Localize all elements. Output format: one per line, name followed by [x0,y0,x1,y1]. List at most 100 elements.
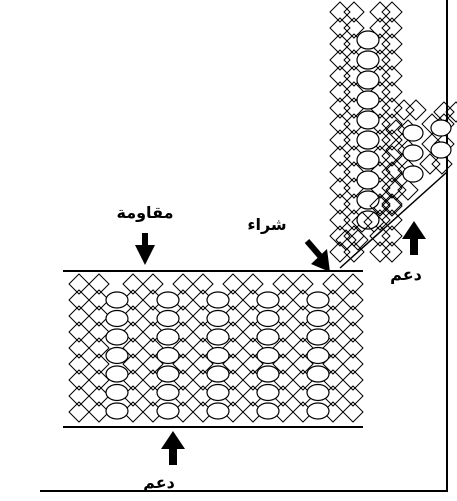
lattice-diamond [329,129,351,151]
lattice-oval [256,309,280,328]
lattice-diamond [369,195,391,217]
lattice-diamond [242,273,264,295]
lattice-oval [356,170,380,190]
lattice-diamond [343,161,365,183]
lattice-oval [256,328,280,346]
lattice-diamond [272,337,294,359]
lattice-oval [356,190,380,210]
lattice-oval [430,119,452,137]
lattice-oval [105,291,129,309]
lattice-oval [356,90,380,110]
lattice-oval [306,365,330,383]
lattice-oval [306,291,330,309]
lattice-diamond [381,65,403,87]
lattice-diamond [343,225,365,247]
lattice-oval [156,328,180,346]
lattice-diamond [68,321,90,343]
lattice-oval [206,309,230,328]
lattice-diamond [88,321,110,343]
lattice-diamond [369,81,391,103]
lattice-oval [356,130,380,150]
lattice-diamond [343,81,365,103]
lattice-diamond [381,145,403,167]
lattice-oval [206,402,230,420]
lattice-diamond [329,81,351,103]
lattice-diamond [343,241,365,263]
lattice-diamond [242,337,264,359]
lattice-oval [105,365,129,383]
lattice-diamond [342,401,364,423]
lattice-diamond [342,273,364,295]
lattice-diamond [322,273,344,295]
lattice-oval [256,402,280,420]
lattice-oval [402,165,424,183]
lattice-diamond [329,241,351,263]
lattice-diamond [363,211,385,233]
lattice-diamond [68,273,90,295]
lattice-diamond [381,161,403,183]
lattice-diamond [343,1,365,23]
lattice-diamond [431,153,453,175]
lattice-diamond [381,241,403,263]
lattice-diamond [347,229,369,251]
lattice-diamond [88,385,110,407]
lattice-oval [256,346,280,365]
lattice-oval [105,346,129,365]
lattice-diamond [381,33,403,55]
lattice-diamond [329,1,351,23]
lattice-diamond [342,385,364,407]
diagonal-branch-pattern [335,99,457,251]
lattice-diamond [322,321,344,343]
lattice-diamond [397,179,419,201]
lattice-diamond [342,289,364,311]
support-arrow-bottom [161,431,185,465]
lattice-diamond [222,321,244,343]
lattice-diamond [329,177,351,199]
lower-channel [63,270,364,428]
lattice-diamond [68,385,90,407]
lattice-diamond [329,97,351,119]
lattice-oval [356,110,380,130]
lattice-diamond [88,369,110,391]
lattice-diamond [329,193,351,215]
lattice-oval [430,141,452,159]
lattice-diamond [381,129,403,151]
support-arrow-right [402,221,426,255]
lattice-diamond [122,321,144,343]
upper-stack [329,1,403,263]
lattice-diamond [192,321,214,343]
lattice-oval [256,291,280,309]
lattice-oval [105,309,129,328]
lattice-oval [356,210,380,230]
lattice-diamond [405,99,427,121]
lattice-diamond [68,305,90,327]
purchase-arrow [304,239,330,272]
lattice-diamond [242,321,264,343]
lattice-oval [156,309,180,328]
lattice-diamond [369,241,391,263]
lattice-oval [356,150,380,170]
lattice-diamond [292,273,314,295]
lattice-diamond [329,209,351,231]
lattice-oval [156,291,180,309]
lattice-diamond [88,273,110,295]
lattice-diamond [381,225,403,247]
lattice-diamond [192,337,214,359]
lattice-diamond [369,1,391,23]
lattice-oval [206,328,230,346]
lattice-oval [156,383,180,402]
lattice-diamond [172,337,194,359]
lattice-oval [256,383,280,402]
lattice-diamond [88,401,110,423]
lattice-diamond [381,209,403,231]
lattice-diamond [292,337,314,359]
lattice-diamond [381,49,403,71]
lattice-diamond [342,369,364,391]
lattice-diamond [142,321,164,343]
lattice-oval [256,365,280,383]
lattice-diamond [292,321,314,343]
lattice-diamond [381,195,403,217]
frame [40,0,448,492]
lattice-diamond [381,81,403,103]
lattice-diamond [88,305,110,327]
